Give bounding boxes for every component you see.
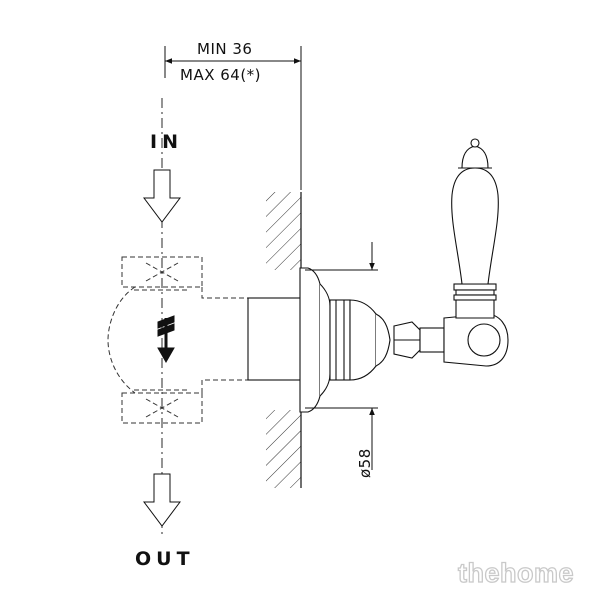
min-depth-label: MIN 36 [197,40,252,58]
inlet-arrow-icon [143,169,181,223]
watermark-logo: thehome [458,558,574,588]
spindle-assembly [247,267,445,413]
upper-connection [121,256,203,288]
diameter-label: ø58 [356,448,374,478]
diameter-dimension [305,242,378,470]
stem [419,327,445,353]
handle-ring-2 [455,289,495,296]
handle-hub-boss [467,323,501,357]
handle-ring-1 [453,283,497,291]
body-left-curve [107,286,136,394]
handle-neck [455,299,495,319]
escutcheon-rim [319,283,331,397]
lever-handle [443,138,509,367]
body-top-edge [201,287,268,299]
concealed-valve-body [107,256,268,424]
lower-nut-cross-2 [145,398,179,418]
outlet-arrow-icon [143,473,181,527]
lower-connection [121,392,203,424]
inlet-label: IN [150,131,183,153]
body-bottom-edge [201,379,268,393]
cover-cap [349,299,377,381]
depth-dimension [164,46,302,190]
flow-direction-arrow-icon [157,315,175,364]
escutcheon-plate [299,267,321,413]
cover-ring [329,299,351,381]
handle-ring-3 [453,294,497,301]
spindle-sleeve [247,297,305,381]
handle-cap [461,145,489,169]
outlet-label: OUT [135,548,195,570]
handle-grip [451,167,499,285]
cap-dome [375,313,391,367]
max-depth-label: MAX 64(*) [180,66,261,84]
handle-finial [470,138,480,148]
upper-nut-cross-2 [145,262,179,282]
